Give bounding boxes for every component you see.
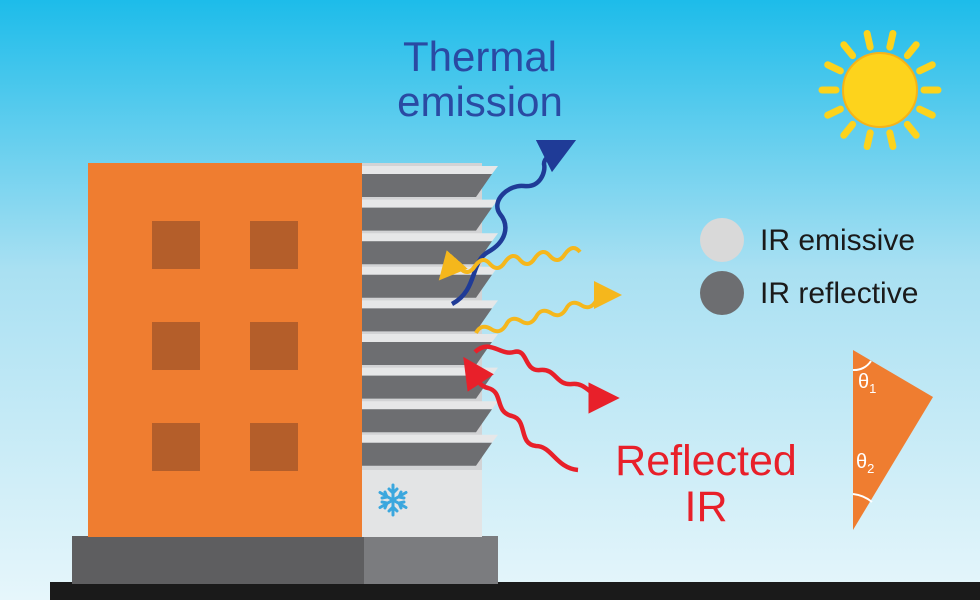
- window: [250, 322, 298, 370]
- theta2-symbol: θ: [856, 451, 868, 473]
- theta1-label: θ1: [858, 371, 877, 396]
- reflected-ir-line1: Reflected: [615, 437, 797, 485]
- theta1-symbol: θ: [858, 371, 870, 393]
- building-windows: [152, 221, 298, 471]
- sun-ray: [824, 61, 844, 75]
- louver-emissive-face: [362, 233, 498, 242]
- legend-label-reflective: IR reflective: [760, 277, 919, 310]
- reflected-ir-arrow-out: [473, 344, 620, 414]
- thermal-emission-line1: Thermal: [402, 33, 558, 80]
- theta2-label: θ2: [856, 451, 875, 476]
- building-base: [72, 536, 364, 584]
- louver-emissive-face: [362, 334, 498, 342]
- reflected-ir-line2: IR: [684, 483, 728, 532]
- window: [152, 423, 200, 471]
- louver-reflective-face: [362, 207, 492, 231]
- angle-arc-1: [852, 360, 872, 372]
- theta2-subscript: 2: [867, 461, 875, 476]
- legend-label-emissive: IR emissive: [760, 224, 916, 257]
- louver-reflective-face: [362, 375, 492, 399]
- louver-emissive-face: [362, 401, 498, 410]
- sun-ray: [903, 41, 920, 60]
- window: [152, 221, 200, 269]
- angle-triangle: [853, 350, 933, 530]
- solar-arrow-lower: [474, 281, 622, 334]
- window: [152, 322, 200, 370]
- facade-lower-panel: [362, 470, 482, 537]
- building-body: [88, 163, 364, 537]
- louver-reflective-face: [362, 342, 492, 365]
- louver-emissive-face: [362, 367, 498, 376]
- thermal-emission-line2: emission: [397, 78, 563, 126]
- legend-swatch-reflective: [700, 271, 744, 315]
- louver-emissive-face: [362, 300, 498, 309]
- louver-emissive-face: [362, 434, 498, 443]
- ground-line: [50, 582, 980, 600]
- sun-ray: [840, 120, 857, 139]
- louver-reflective-face: [362, 308, 492, 332]
- legend-swatch-emissive: [700, 218, 744, 262]
- sun-ray: [903, 120, 920, 139]
- solar-arrow-upper: [438, 246, 582, 281]
- louver-emissive-face: [362, 166, 498, 174]
- sun-ray: [863, 129, 874, 150]
- theta1-subscript: 1: [869, 381, 877, 396]
- louver-reflective-face: [362, 241, 492, 265]
- sun-ray: [916, 105, 936, 119]
- sun-ray: [863, 30, 874, 51]
- sun-icon: [818, 30, 942, 150]
- sun-ray: [886, 129, 897, 150]
- louver-reflective-face: [362, 274, 492, 298]
- snowflake-icon: [378, 483, 408, 517]
- panel-base: [364, 536, 498, 584]
- sun-ray: [840, 41, 857, 60]
- sun-ray: [886, 30, 897, 51]
- sun-ray: [824, 105, 844, 119]
- thermal-emission-label: Thermal emission: [370, 34, 590, 125]
- facade-louvers: [362, 166, 498, 466]
- window: [250, 423, 298, 471]
- louver-reflective-face: [362, 174, 492, 197]
- reflected-ir-label: Reflected IR: [596, 438, 816, 531]
- louver-reflective-face: [362, 442, 492, 466]
- sun-ray: [916, 61, 936, 75]
- angle-arc-2: [852, 493, 873, 503]
- louver-reflective-face: [362, 409, 492, 433]
- reflected-ir-arrow-in: [463, 356, 579, 473]
- louver-emissive-face: [362, 199, 498, 208]
- window: [250, 221, 298, 269]
